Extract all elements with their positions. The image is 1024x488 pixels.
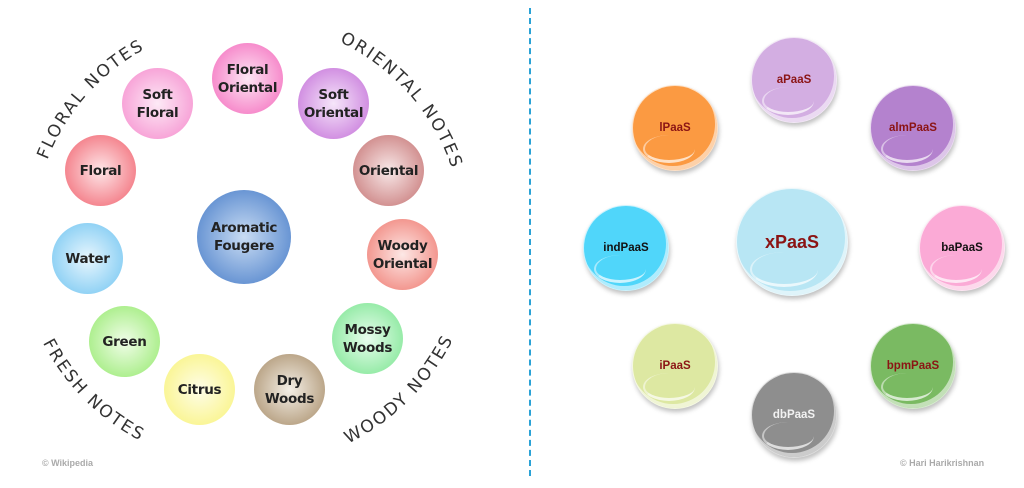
divider-dashed-line <box>529 8 531 476</box>
paas-xpaas: xPaaS <box>736 188 848 296</box>
credit-wikipedia: © Wikipedia <box>42 458 94 468</box>
paas-bpmpaas: bpmPaaS <box>870 323 956 409</box>
note-mossy-woods: Mossy Woods <box>332 303 403 374</box>
note-dry-woods: Dry Woods <box>254 354 325 425</box>
note-aromatic-fougere: Aromatic Fougere <box>197 190 291 284</box>
note-citrus: Citrus <box>164 354 235 425</box>
note-oriental: Oriental <box>353 135 424 206</box>
paas-apaas: aPaaS <box>751 37 837 123</box>
paas-indpaas: indPaaS <box>583 205 669 291</box>
note-soft-floral: Soft Floral <box>122 68 193 139</box>
note-water: Water <box>52 223 123 294</box>
note-floral-oriental: Floral Oriental <box>212 43 283 114</box>
paas-lpaas: lPaaS <box>632 85 718 171</box>
paas-bapaas: baPaaS <box>919 205 1005 291</box>
note-soft-oriental: Soft Oriental <box>298 68 369 139</box>
note-woody-oriental: Woody Oriental <box>367 219 438 290</box>
paas-ipaas: iPaaS <box>632 323 718 409</box>
credit-hari-harikrishnan: © Hari Harikrishnan <box>900 458 985 468</box>
paas-almpaas: almPaaS <box>870 85 956 171</box>
note-floral: Floral <box>65 135 136 206</box>
note-green: Green <box>89 306 160 377</box>
paas-dbpaas: dbPaaS <box>751 372 837 458</box>
